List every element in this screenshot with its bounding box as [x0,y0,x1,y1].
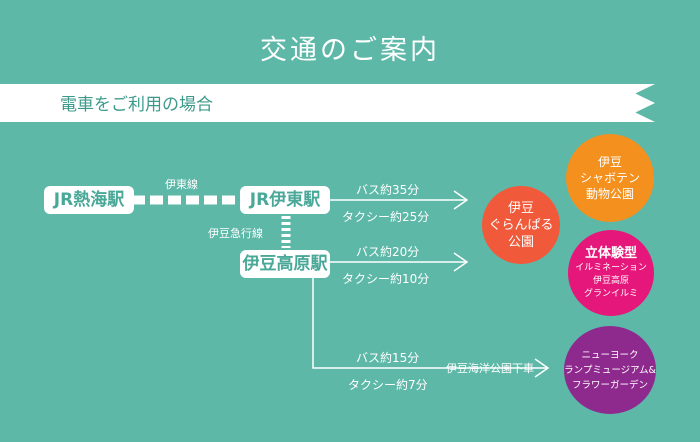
section-label: 電車をご利用の場合 [60,95,213,115]
newyork-line-1: ニューヨーク [581,349,639,361]
saboten-line-2: シャボテン [579,171,640,185]
granpal-line-3: 公園 [507,234,534,250]
lower-route-arrowhead [534,358,550,378]
bus-stop-label: 伊豆海洋公園下車 [446,362,534,375]
kogen-route-arrowhead [453,252,469,272]
ito-line-label: 伊東線 [165,178,198,191]
lower-taxi-time: タクシー約7分 [348,378,428,392]
izukyu-line-label: 伊豆急行線 [208,227,263,240]
lower-route-line [312,278,547,369]
page-title: 交通のご案内 [260,35,440,66]
station-jr-atami: JR熱海駅 [44,186,134,214]
section-bar [0,84,655,122]
station-izukogen: 伊豆高原駅 [240,250,330,278]
ito-taxi-time: タクシー約25分 [342,210,430,224]
newyork-line-2: ランプミュージアム& [564,364,656,376]
illumi-line-2: 伊豆高原 [592,275,629,286]
station-jr-ito: JR伊東駅 [240,186,330,214]
illumi-circle: 立体験型 イルミネーション 伊豆高原 グランイルミ [568,230,654,316]
illumi-title: 立体験型 [584,245,637,261]
granpal-line-2: ぐらんぱる [488,217,554,233]
kogen-taxi-time: タクシー約10分 [342,272,430,286]
saboten-circle: 伊豆 シャボテン 動物公園 [566,134,654,222]
ito-route-arrowhead [453,190,469,210]
kogen-bus-time: バス約20分 [356,245,420,259]
illumi-line-3: グランイルミ [583,288,638,299]
saboten-line-1: 伊豆 [597,155,622,169]
illumi-line-1: イルミネーション [575,262,647,273]
saboten-line-3: 動物公園 [585,187,634,201]
lower-bus-time: バス約15分 [356,351,420,365]
newyork-line-3: フラワーガーデン [571,379,648,391]
granpal-line-1: 伊豆 [507,200,534,216]
ito-bus-time: バス約35分 [356,183,420,197]
newyork-circle: ニューヨーク ランプミュージアム& フラワーガーデン [564,326,656,414]
granpal-circle: 伊豆 ぐらんぱる 公園 [482,186,560,264]
